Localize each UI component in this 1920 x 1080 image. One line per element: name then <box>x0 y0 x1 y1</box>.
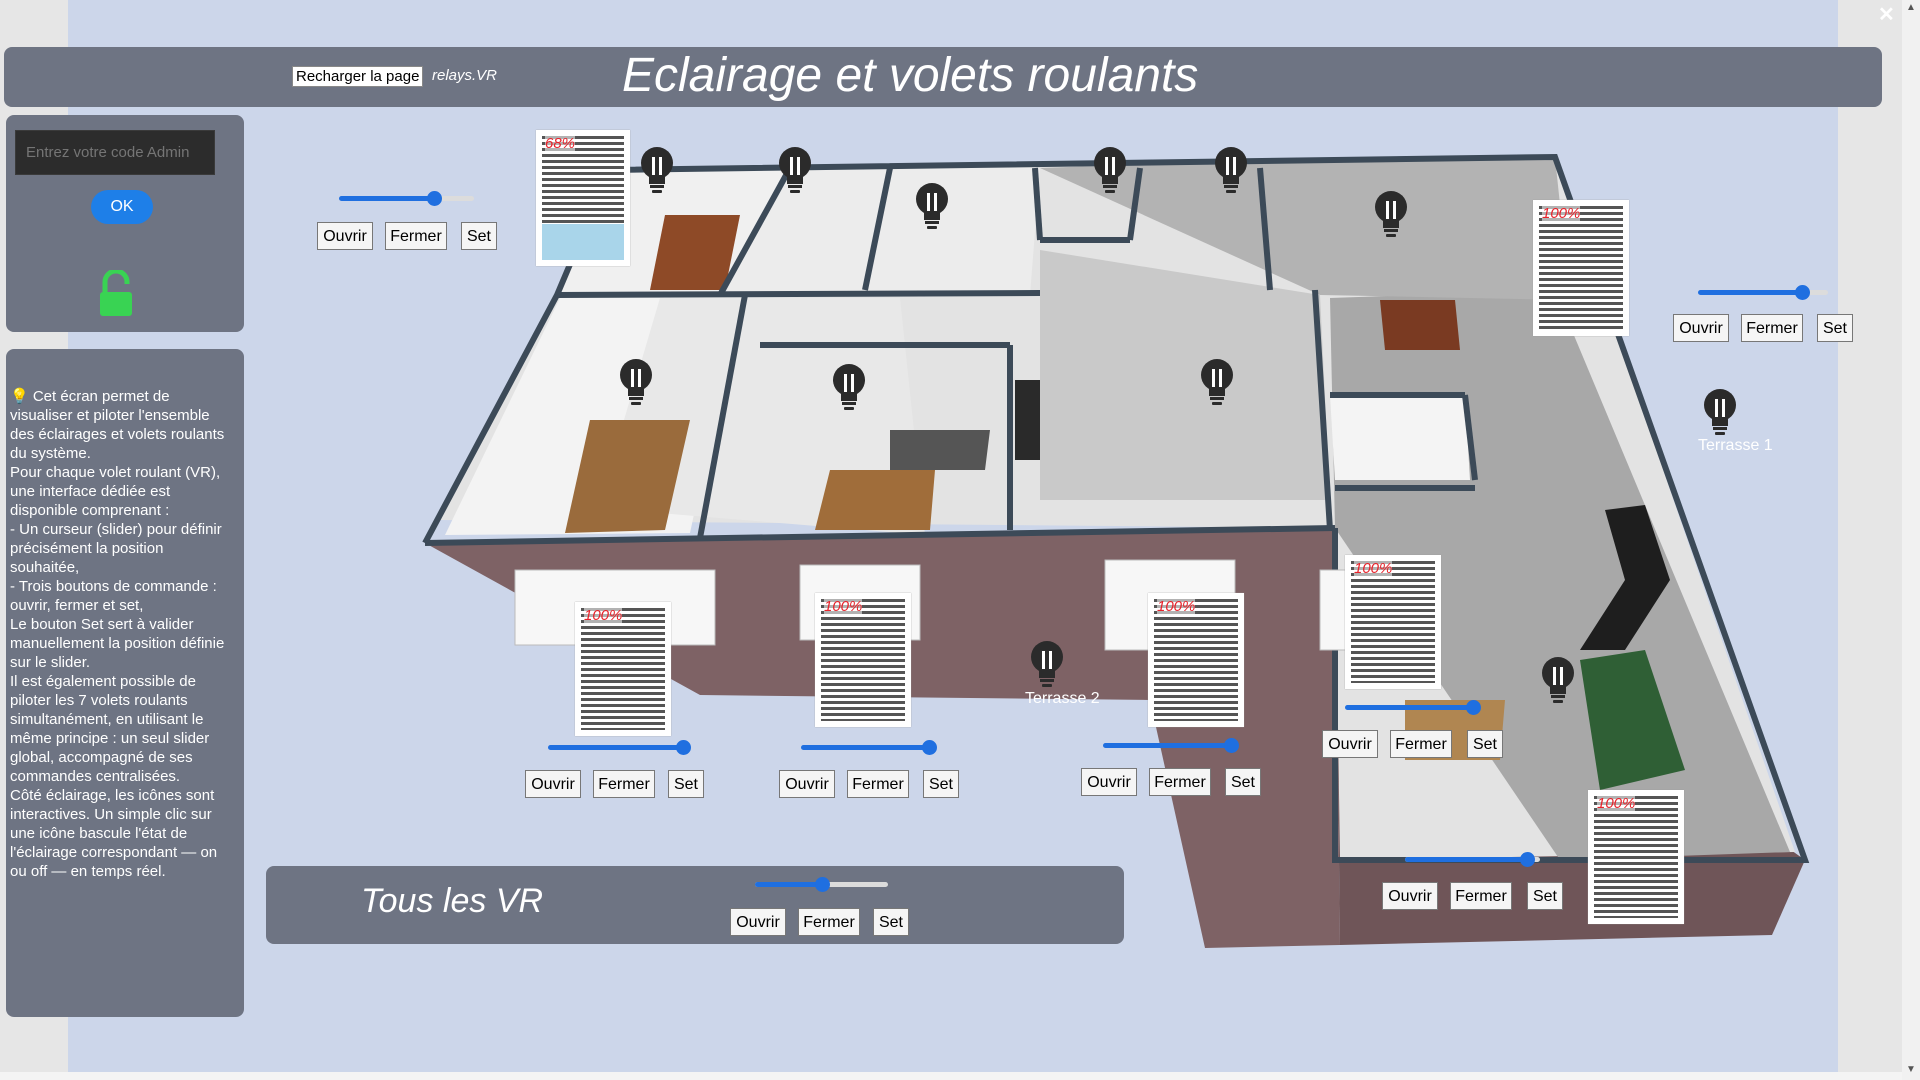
shutter-vr5-open-button[interactable]: Ouvrir <box>1322 730 1378 758</box>
shutter-percent-label: 100% <box>584 607 623 624</box>
shutter-vr1-indicator: 68% <box>536 130 630 266</box>
shutter-vr3-set-button[interactable]: Set <box>923 770 959 798</box>
light-bulb-icon[interactable] <box>617 358 655 408</box>
admin-code-input[interactable] <box>15 130 215 175</box>
shutter-vr3-indicator: 100% <box>815 593 911 727</box>
page-title: Eclairage et volets roulants <box>622 49 1199 102</box>
light-bulb-icon[interactable] <box>1539 656 1577 706</box>
light-bulb-icon[interactable] <box>830 363 868 413</box>
shutter-vr4-slider[interactable] <box>1103 736 1240 754</box>
info-panel: 💡 Cet écran permet de visualiser et pilo… <box>6 349 244 1017</box>
admin-panel: OK <box>6 115 244 332</box>
light-bulb-icon[interactable] <box>776 146 814 196</box>
shutter-vr4-indicator: 100% <box>1148 593 1244 727</box>
shutter-vr7-open-button[interactable]: Ouvrir <box>1382 882 1438 910</box>
all-shutters-title: Tous les VR <box>361 882 544 920</box>
all-shutters-close-button[interactable]: Fermer <box>798 908 860 936</box>
shutter-vr2-set-button[interactable]: Set <box>668 770 704 798</box>
shutter-percent-label: 68% <box>545 135 576 152</box>
light-bulb-icon[interactable] <box>913 182 951 232</box>
shutter-percent-label: 100% <box>1542 205 1581 222</box>
shutter-vr3-open-button[interactable]: Ouvrir <box>779 770 835 798</box>
all-shutters-slider[interactable] <box>755 875 888 893</box>
ok-button[interactable]: OK <box>91 190 153 224</box>
shutter-vr5-slider[interactable] <box>1345 698 1482 716</box>
shutter-vr2-slider[interactable] <box>548 738 691 756</box>
shutter-vr6-indicator: 100% <box>1533 200 1629 336</box>
shutter-vr2-indicator: 100% <box>575 602 671 736</box>
window-glass <box>542 224 624 260</box>
shutter-percent-label: 100% <box>824 598 863 615</box>
shutter-vr5-indicator: 100% <box>1345 555 1441 689</box>
light-bulb-icon[interactable] <box>1701 388 1739 438</box>
shutter-vr6-slider[interactable] <box>1698 283 1828 301</box>
light-bulb-icon[interactable] <box>1198 358 1236 408</box>
shutter-vr2-close-button[interactable]: Fermer <box>593 770 655 798</box>
shutter-vr6-open-button[interactable]: Ouvrir <box>1673 314 1729 342</box>
shutter-vr4-close-button[interactable]: Fermer <box>1149 768 1211 796</box>
shutter-vr7-slider[interactable] <box>1405 850 1540 868</box>
shutter-vr7-set-button[interactable]: Set <box>1527 882 1563 910</box>
shutter-percent-label: 100% <box>1157 598 1196 615</box>
shutter-vr5-close-button[interactable]: Fermer <box>1390 730 1452 758</box>
shutter-vr1-close-button[interactable]: Fermer <box>385 222 447 250</box>
all-shutters-panel: Tous les VR <box>266 866 1124 944</box>
shutter-vr1-open-button[interactable]: Ouvrir <box>317 222 373 250</box>
shutter-vr7-close-button[interactable]: Fermer <box>1450 882 1512 910</box>
unlocked-padlock-icon <box>100 270 132 316</box>
info-text: 💡 Cet écran permet de visualiser et pilo… <box>10 388 225 880</box>
shutter-vr4-open-button[interactable]: Ouvrir <box>1081 768 1137 796</box>
shutter-vr3-close-button[interactable]: Fermer <box>847 770 909 798</box>
shutter-vr6-set-button[interactable]: Set <box>1817 314 1853 342</box>
shutter-vr4-set-button[interactable]: Set <box>1225 768 1261 796</box>
shutter-vr5-set-button[interactable]: Set <box>1467 730 1503 758</box>
shutter-percent-label: 100% <box>1597 795 1636 812</box>
terrace-2-label: Terrasse 2 <box>1025 690 1100 707</box>
vertical-scrollbar[interactable]: ▲▼ <box>1902 0 1920 1080</box>
shutter-vr1-set-button[interactable]: Set <box>461 222 497 250</box>
light-bulb-icon[interactable] <box>1212 146 1250 196</box>
light-bulb-icon[interactable] <box>1372 190 1410 240</box>
light-bulb-icon[interactable] <box>1028 640 1066 690</box>
shutter-percent-label: 100% <box>1354 560 1393 577</box>
shutter-vr3-slider[interactable] <box>801 738 938 756</box>
reload-page-button[interactable]: Recharger la page <box>292 66 424 87</box>
shutter-vr7-indicator: 100% <box>1588 790 1684 924</box>
relays-source-label: relays.VR <box>432 67 498 84</box>
light-bulb-icon[interactable] <box>638 146 676 196</box>
all-shutters-set-button[interactable]: Set <box>873 908 909 936</box>
shutter-vr6-close-button[interactable]: Fermer <box>1741 314 1803 342</box>
shutter-vr1-slider[interactable] <box>339 189 474 207</box>
all-shutters-open-button[interactable]: Ouvrir <box>730 908 786 936</box>
light-bulb-icon[interactable] <box>1091 146 1129 196</box>
shutter-vr2-open-button[interactable]: Ouvrir <box>525 770 581 798</box>
terrace-1-label: Terrasse 1 <box>1698 437 1773 454</box>
horizontal-scrollbar[interactable] <box>0 1072 1902 1080</box>
close-icon[interactable]: ✕ <box>1878 4 1895 26</box>
